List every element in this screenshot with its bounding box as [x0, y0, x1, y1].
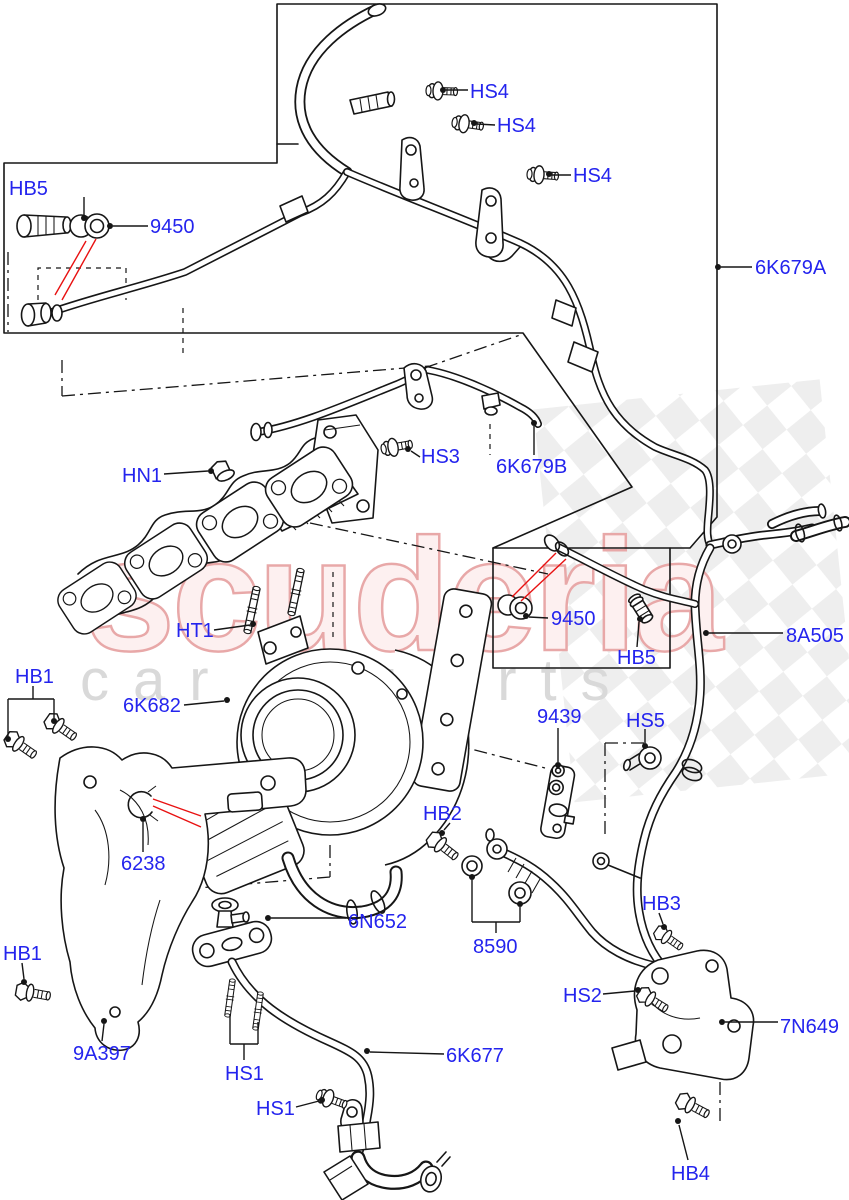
pipe-bracket-lower: [475, 187, 521, 263]
seal-detail-box: [492, 547, 671, 669]
hose-cut-end: [323, 1155, 369, 1200]
bolt-hb1-c: [13, 980, 53, 1006]
part-label-hs5[interactable]: HS5: [626, 710, 665, 732]
pipe-end-fitting: [20, 302, 63, 327]
leader-lines: [5, 87, 783, 1161]
part-label-hb5-2[interactable]: HB5: [617, 647, 656, 669]
alignment-guides: [7, 252, 721, 1125]
pipe-sleeve: [279, 195, 309, 223]
seal-rings-9450-2: [497, 594, 533, 620]
part-label-hs4-1[interactable]: HS4: [470, 81, 509, 103]
part-label-hs4-3[interactable]: HS4: [573, 165, 612, 187]
drain-flange: [191, 920, 273, 968]
part-label-hb4[interactable]: HB4: [671, 1163, 710, 1185]
part-label-hb3[interactable]: HB3: [642, 893, 681, 915]
part-label-9450-1[interactable]: 9450: [150, 216, 195, 238]
part-label-hb5-1[interactable]: HB5: [9, 178, 48, 200]
detail-boxes: [3, 3, 718, 669]
seal-rings-9450-1: [69, 213, 110, 239]
pipe-eyelet-tab: [722, 534, 742, 554]
part-label-6k677[interactable]: 6K677: [446, 1045, 504, 1067]
part-label-hs1-2[interactable]: HS1: [256, 1098, 295, 1120]
part-label-hs4-2[interactable]: HS4: [497, 115, 536, 137]
part-label-6k679a[interactable]: 6K679A: [755, 257, 827, 279]
oil-drain-tube-6n652: [191, 897, 451, 1200]
part-label-9439[interactable]: 9439: [537, 706, 582, 728]
part-label-6k682[interactable]: 6K682: [123, 695, 181, 717]
vent-pipe-assembly-6k679a: [20, 3, 711, 545]
turbo-top-bracket: [257, 615, 309, 665]
bolt-hb3: [650, 922, 687, 955]
pipe-sleeve: [551, 299, 577, 327]
red-leader-lines: [54, 238, 567, 828]
pipe-bracket-upper: [399, 136, 425, 201]
part-label-7n649[interactable]: 7N649: [780, 1016, 839, 1038]
part-label-hs2[interactable]: HS2: [563, 985, 602, 1007]
bolt-hb4: [672, 1089, 714, 1124]
bolt-hb5-2: [627, 593, 654, 624]
watermark: scuderia car parts: [80, 379, 849, 803]
socket-bolt-hs5: [622, 746, 662, 772]
part-label-8a505[interactable]: 8A505: [786, 625, 844, 647]
part-label-8590[interactable]: 8590: [473, 936, 518, 958]
fasteners: [1, 80, 714, 1124]
part-label-6n652[interactable]: 6N652: [348, 911, 407, 933]
part-label-ht1[interactable]: HT1: [176, 620, 214, 642]
part-label-hn1[interactable]: HN1: [122, 465, 162, 487]
pipe-mount-bracket: [403, 362, 434, 410]
part-label-hs3[interactable]: HS3: [421, 446, 460, 468]
bolt-hb1-b: [41, 709, 82, 746]
part-labels: HS4 HS4 HS4 HB5 9450 6K679A HN1 HS3 6K67…: [3, 81, 844, 1185]
heat-shield-drawing: [54, 746, 307, 1052]
hose-connector: [349, 91, 396, 115]
drop-fitting: [481, 392, 501, 416]
part-label-hb1-1[interactable]: HB1: [15, 666, 54, 688]
pipe-clamp: [337, 1099, 381, 1153]
part-label-9450-2[interactable]: 9450: [551, 608, 596, 630]
vent-hose-junction: [710, 503, 845, 554]
manifold-nut-hn1: [210, 460, 235, 482]
breather-pipe-6k679b: [250, 362, 538, 442]
pipe-sleeve: [567, 341, 599, 373]
exhaust-manifold-drawing: [52, 414, 379, 640]
main-detail-box: [3, 3, 718, 549]
support-bracket-7n649: [611, 949, 755, 1081]
drain-stud-hs1: [222, 977, 238, 1019]
part-label-hb1-2[interactable]: HB1: [3, 943, 42, 965]
part-label-6k679b[interactable]: 6K679B: [496, 456, 567, 478]
part-label-9a397[interactable]: 9A397: [73, 1043, 131, 1065]
part-label-hb2[interactable]: HB2: [423, 803, 462, 825]
turbine-flange: [411, 588, 493, 792]
part-label-hs1-1[interactable]: HS1: [225, 1063, 264, 1085]
part-label-6238[interactable]: 6238: [121, 853, 166, 875]
